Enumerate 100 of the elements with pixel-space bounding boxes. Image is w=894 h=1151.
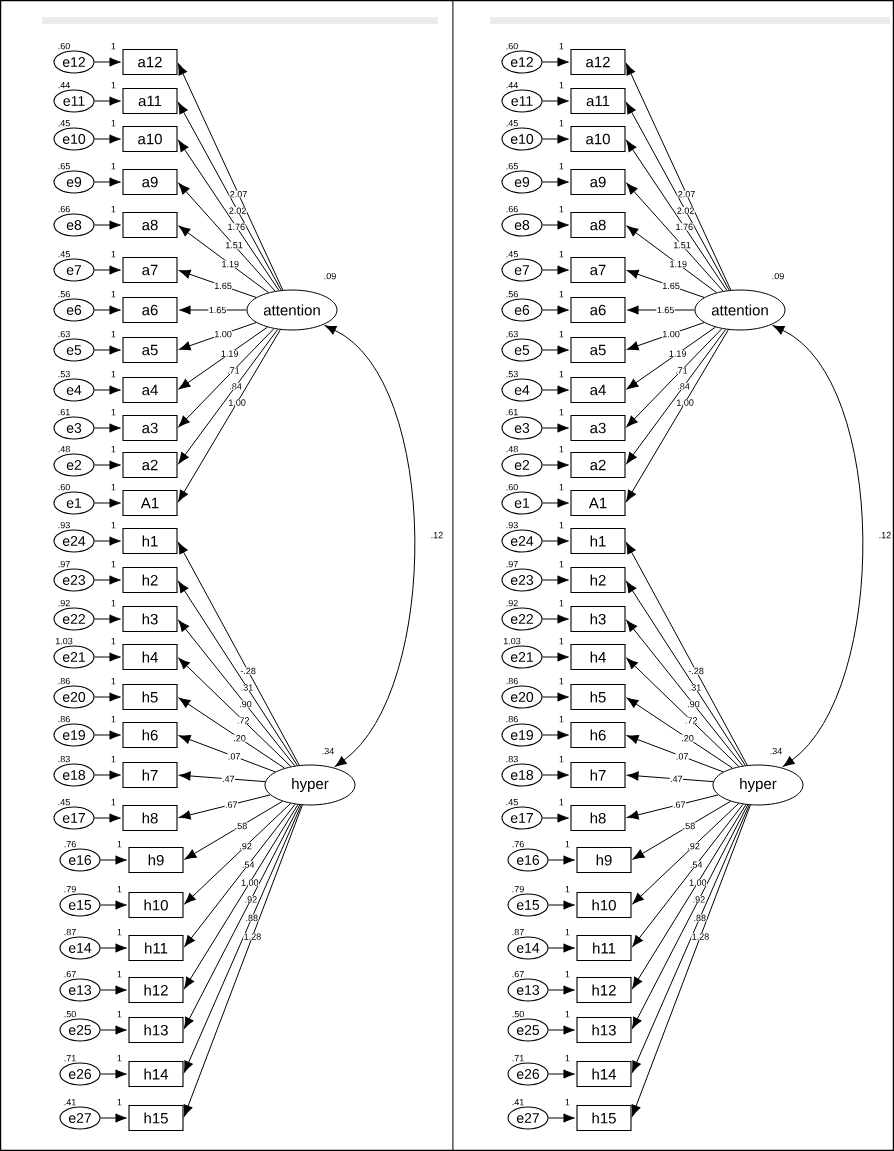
arrow (542, 614, 569, 624)
edge-label: 1.51 (224, 241, 244, 249)
edge-label: 1 (565, 886, 570, 893)
edge-label: 1 (559, 291, 564, 298)
variance-label: .60 (58, 42, 70, 50)
arrow (178, 735, 276, 773)
edge-label: 1 (559, 371, 564, 378)
variance-label: .93 (506, 521, 518, 529)
arrow (548, 1025, 575, 1035)
edge-label: .12 (431, 531, 443, 539)
variance-label: .97 (506, 560, 518, 568)
arrow (100, 943, 127, 953)
arrow (179, 794, 271, 820)
arrow (626, 735, 724, 773)
edge-label: .31 (688, 683, 702, 692)
edge-label: .58 (234, 822, 248, 830)
variable-box: h1 (122, 527, 178, 555)
arrow (626, 322, 705, 351)
edge-label: 1 (559, 522, 564, 529)
arrow (542, 96, 569, 106)
arrow (631, 804, 749, 1029)
variance-label: .92 (506, 599, 518, 607)
arrow (542, 813, 569, 823)
edge-label: 2.02 (228, 207, 247, 215)
edge-label: 1 (111, 120, 116, 127)
variable-box: h10 (128, 891, 184, 919)
variable-box: a11 (122, 87, 178, 115)
arrow (94, 692, 121, 702)
edge-label: .92 (692, 895, 706, 904)
variance-label: .63 (506, 330, 518, 338)
arrow (627, 305, 695, 315)
variance-label: .34 (770, 747, 782, 755)
arrow (178, 225, 269, 293)
variable-box: h5 (122, 683, 178, 711)
arrow (542, 770, 569, 780)
arrow (542, 345, 569, 355)
edge-label: 1.19 (220, 350, 239, 358)
arrow (94, 770, 121, 780)
arrow (632, 800, 731, 860)
arrow (542, 575, 569, 585)
variance-label: .65 (506, 162, 518, 170)
variable-box: h14 (576, 1060, 632, 1088)
edge-label: 1.65 (661, 282, 681, 290)
edge-label: 1.00 (661, 330, 681, 338)
arrow (548, 1069, 575, 1079)
edge-label: .84 (676, 382, 691, 390)
variable-box: h15 (576, 1104, 632, 1132)
edge-label: 1 (111, 799, 116, 806)
edge-label: 1 (559, 600, 564, 607)
variance-label: .53 (506, 370, 518, 378)
edge-label: .71 (226, 366, 240, 374)
arrow (542, 220, 569, 230)
arrow (542, 57, 569, 67)
variance-label: .67 (64, 970, 76, 978)
edge-label: 2.07 (677, 190, 696, 198)
arrow (94, 305, 121, 315)
arrow (178, 581, 298, 766)
edge-label: .54 (689, 861, 703, 869)
edge-label: 1 (559, 409, 564, 416)
variance-label: .86 (506, 677, 518, 685)
variable-box: h15 (128, 1104, 184, 1132)
arrow (94, 423, 121, 433)
variance-label: .71 (64, 1055, 76, 1062)
edge-label: .31 (240, 683, 254, 692)
arrow (184, 804, 299, 989)
variable-box: h4 (570, 643, 626, 671)
edge-label: 1 (565, 1055, 570, 1062)
variable-box: h8 (570, 804, 626, 832)
arrow (94, 345, 121, 355)
edge-label: 1 (111, 291, 116, 298)
edge-label: 2.02 (676, 207, 695, 215)
edge-label: 1 (117, 929, 122, 936)
arrow (94, 536, 121, 546)
edge-label: 1.19 (669, 260, 688, 268)
arrow (548, 985, 575, 995)
edge-label: 1 (111, 522, 116, 529)
variable-box: h6 (570, 721, 626, 749)
edge-label: 1.65 (656, 306, 675, 314)
arrow (626, 328, 727, 464)
variance-label: .83 (58, 755, 70, 763)
variable-box: a4 (570, 376, 626, 404)
edge-label: 1 (117, 841, 122, 848)
arrow (542, 692, 569, 702)
arrow (178, 102, 282, 291)
edge-label: 1 (559, 756, 564, 763)
variance-label: .71 (512, 1055, 524, 1062)
variance-label: .60 (506, 483, 518, 491)
edge-label: -.28 (239, 667, 257, 675)
arrow (94, 96, 121, 106)
arrow (548, 900, 575, 910)
arrow (100, 855, 127, 865)
variance-label: .45 (506, 799, 518, 806)
arrow (178, 140, 280, 291)
variance-label: .50 (512, 1010, 524, 1018)
variance-label: .56 (506, 290, 518, 298)
variable-box: a8 (122, 211, 178, 239)
variance-label: 1.03 (503, 637, 521, 645)
variance-label: .86 (506, 715, 518, 723)
arrow (626, 620, 744, 767)
arrow (626, 657, 740, 767)
